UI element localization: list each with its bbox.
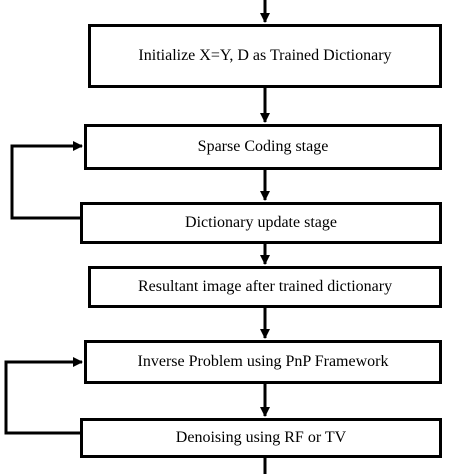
step-initialize-label: Initialize X=Y, D as Trained Dictionary — [138, 47, 392, 64]
step-resultant-image-box: Resultant image after trained dictionary — [88, 266, 442, 308]
step-resultant-image-label: Resultant image after trained dictionary — [137, 278, 393, 295]
step-initialize-box: Initialize X=Y, D as Trained Dictionary — [88, 24, 442, 88]
step-inverse-problem-label: Inverse Problem using PnP Framework — [137, 353, 389, 370]
step-denoising-box: Denoising using RF or TV — [80, 418, 442, 458]
step-inverse-problem-box: Inverse Problem using PnP Framework — [84, 340, 442, 384]
step-dictionary-update-label: Dictionary update stage — [185, 214, 337, 231]
step-dictionary-update-box: Dictionary update stage — [80, 202, 442, 244]
loop-arrow-denoise-to-inverse — [4, 357, 83, 435]
step-sparse-coding-label: Sparse Coding stage — [197, 138, 329, 155]
loop-arrow-update-to-sparse — [10, 141, 83, 220]
step-sparse-coding-box: Sparse Coding stage — [84, 124, 442, 170]
step-denoising-label: Denoising using RF or TV — [175, 429, 347, 446]
